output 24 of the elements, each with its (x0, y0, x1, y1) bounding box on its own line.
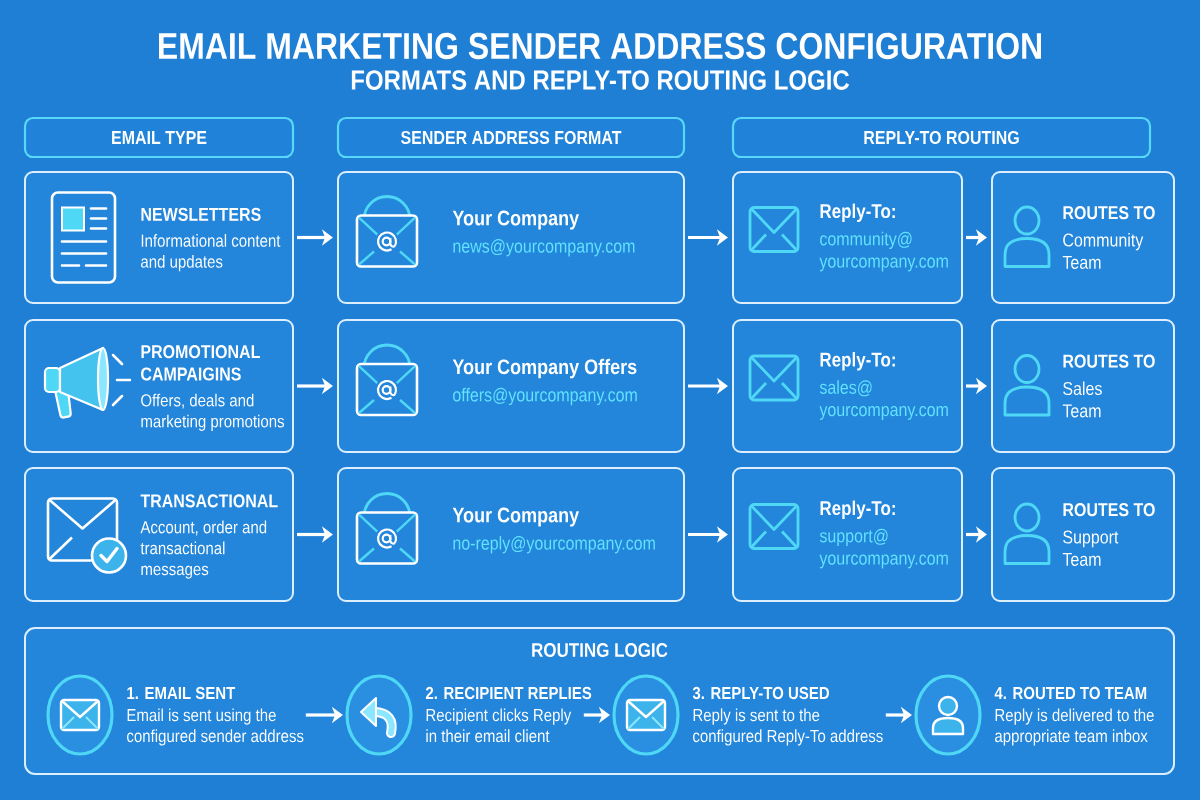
column-header: EMAIL TYPE (23, 116, 295, 159)
email-type-card: PROMOTIONAL CAMPAIGINS Offers, deals and marketing promotions (24, 319, 294, 453)
reply-to-card: Reply-To: support@ yourcompany.com (732, 467, 963, 602)
step-description: Recipient clicks Reply in their email client (426, 708, 572, 743)
step-title: 3. REPLY-TO USED (692, 686, 829, 700)
reply-to-card: Reply-To: community@ yourcompany.com (732, 171, 963, 304)
step-title: 2. RECIPIENT REPLIES (425, 686, 592, 700)
sender-card: Your Company no-reply@yourcompany.com (337, 467, 685, 602)
step-title: 1. EMAIL SENT (127, 686, 236, 700)
column-header: REPLY-TO ROUTING (731, 116, 1152, 159)
title: EMAIL MARKETING SENDER ADDRESS CONFIGURATION (159, 32, 1041, 60)
sender-card: Your Company Offers offers@yourcompany.com (337, 319, 685, 453)
team-card: ROUTES TO Support Team (991, 467, 1175, 602)
reply-to-card: Reply-To: sales@ yourcompany.com (732, 319, 963, 453)
step-description: Reply is delivered to the appropriate team inbox (995, 708, 1154, 746)
team-card: ROUTES TO Community Team (991, 171, 1175, 304)
team-card: ROUTES TO Sales Team (991, 319, 1175, 453)
step-description: Email is sent using the configured sender address (127, 708, 304, 746)
email-type-card: TRANSACTIONAL Account, order and transactional messages (24, 467, 294, 602)
subtitle: FORMATS AND REPLY-TO ROUTING LOGIC (351, 70, 850, 90)
step-title: 4. ROUTED TO TEAM (994, 686, 1147, 700)
sender-card: Your Company news@yourcompany.com (337, 171, 685, 304)
column-header: SENDER ADDRESS FORMAT (336, 116, 686, 159)
step-description: Reply is sent to the configured Reply-To address (693, 708, 883, 746)
